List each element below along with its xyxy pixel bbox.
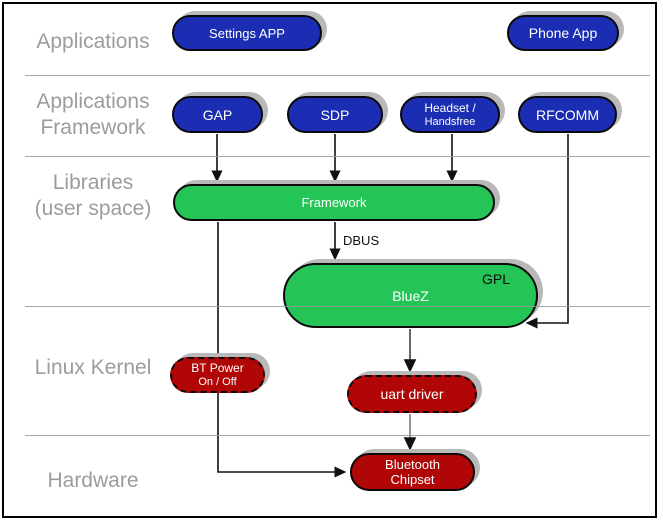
divider-linux-kernel: [25, 435, 650, 436]
applications-label: Applications: [36, 30, 150, 53]
phone-app-label: Phone App: [528, 25, 598, 41]
layer-label-libraries: Libraries (user space): [12, 170, 174, 222]
linux-kernel-label: Linux Kernel: [34, 356, 152, 379]
headset-label-line1: Headset /: [424, 100, 476, 115]
libraries-label-line1: Libraries: [52, 171, 134, 194]
dbus-edge-label: DBUS: [343, 233, 379, 248]
chipset-label-line2: Chipset: [390, 472, 435, 487]
layer-label-app-framework: Applications Framework: [12, 89, 174, 141]
headset-label-line2: Handsfree: [424, 115, 476, 128]
gap-label: GAP: [202, 106, 233, 123]
divider-libraries: [25, 306, 650, 307]
app-framework-label-line1: Applications: [36, 90, 150, 113]
bt-power-node: BT Power On / Off: [170, 357, 265, 393]
headset-handsfree-node: Headset / Handsfree: [400, 96, 500, 133]
dbus-label: DBUS: [343, 233, 380, 248]
rfcomm-node: RFCOMM: [518, 96, 617, 133]
framework-label: Framework: [301, 195, 367, 210]
framework-node: Framework: [173, 184, 495, 221]
layer-label-applications: Applications: [12, 29, 174, 55]
settings-app-label: Settings APP: [209, 25, 285, 41]
layer-label-linux-kernel: Linux Kernel: [12, 355, 174, 381]
divider-applications: [25, 75, 650, 76]
rfcomm-label: RFCOMM: [536, 106, 599, 123]
divider-app-framework: [25, 156, 650, 157]
settings-app-node: Settings APP: [172, 15, 322, 51]
hardware-label: Hardware: [47, 469, 139, 492]
sdp-label: SDP: [320, 106, 350, 123]
diagram-border: [2, 2, 657, 518]
bluez-label: BlueZ: [392, 287, 429, 304]
sdp-node: SDP: [287, 96, 383, 133]
bt-power-label-line2: On / Off: [198, 376, 237, 388]
app-framework-label-line2: Framework: [40, 116, 146, 139]
uart-driver-label: uart driver: [380, 386, 444, 402]
libraries-label-line2: (user space): [34, 197, 152, 220]
chipset-label-line1: Bluetooth: [385, 457, 440, 472]
layer-label-hardware: Hardware: [12, 468, 174, 494]
gap-node: GAP: [172, 96, 263, 133]
bt-power-label-line1: BT Power: [191, 361, 244, 375]
gpl-badge: GPL: [481, 271, 510, 287]
uart-driver-node: uart driver: [347, 375, 477, 413]
bluez-node: GPL BlueZ: [283, 263, 538, 328]
phone-app-node: Phone App: [507, 15, 619, 51]
bluetooth-chipset-node: Bluetooth Chipset: [350, 453, 475, 491]
